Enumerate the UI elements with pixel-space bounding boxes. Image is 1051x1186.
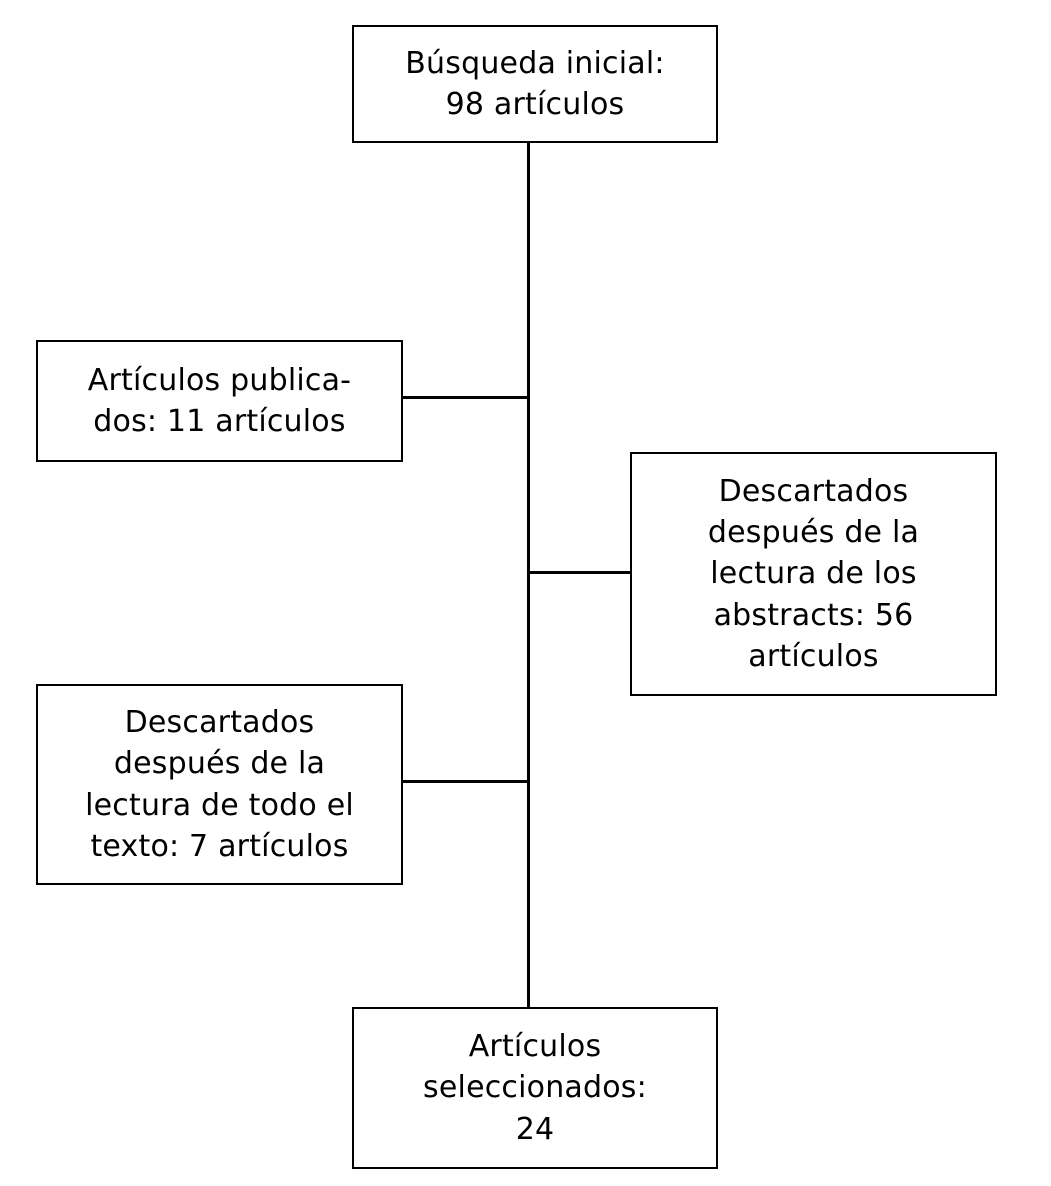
discarded-after-fulltext-box: Descartados después de la lectura de tod… [36,684,403,885]
connector-to-discarded-fulltext [401,780,529,783]
connector-to-published [401,396,529,399]
selected-articles-label: Artículos seleccionados: 24 [423,1028,647,1147]
published-articles-label: Artículos publica- dos: 11 artículos [87,362,352,439]
connector-to-discarded-abstracts [528,571,631,574]
discarded-after-fulltext-label: Descartados después de la lectura de tod… [85,704,354,864]
initial-search-box: Búsqueda inicial: 98 artículos [352,25,718,143]
main-trunk-connector [527,142,530,1008]
published-articles-box: Artículos publica- dos: 11 artículos [36,340,403,462]
initial-search-label: Búsqueda inicial: 98 artículos [405,45,665,122]
selected-articles-box: Artículos seleccionados: 24 [352,1007,718,1169]
discarded-after-abstract-box: Descartados después de la lectura de los… [630,452,997,696]
discarded-after-abstract-label: Descartados después de la lectura de los… [707,473,920,675]
